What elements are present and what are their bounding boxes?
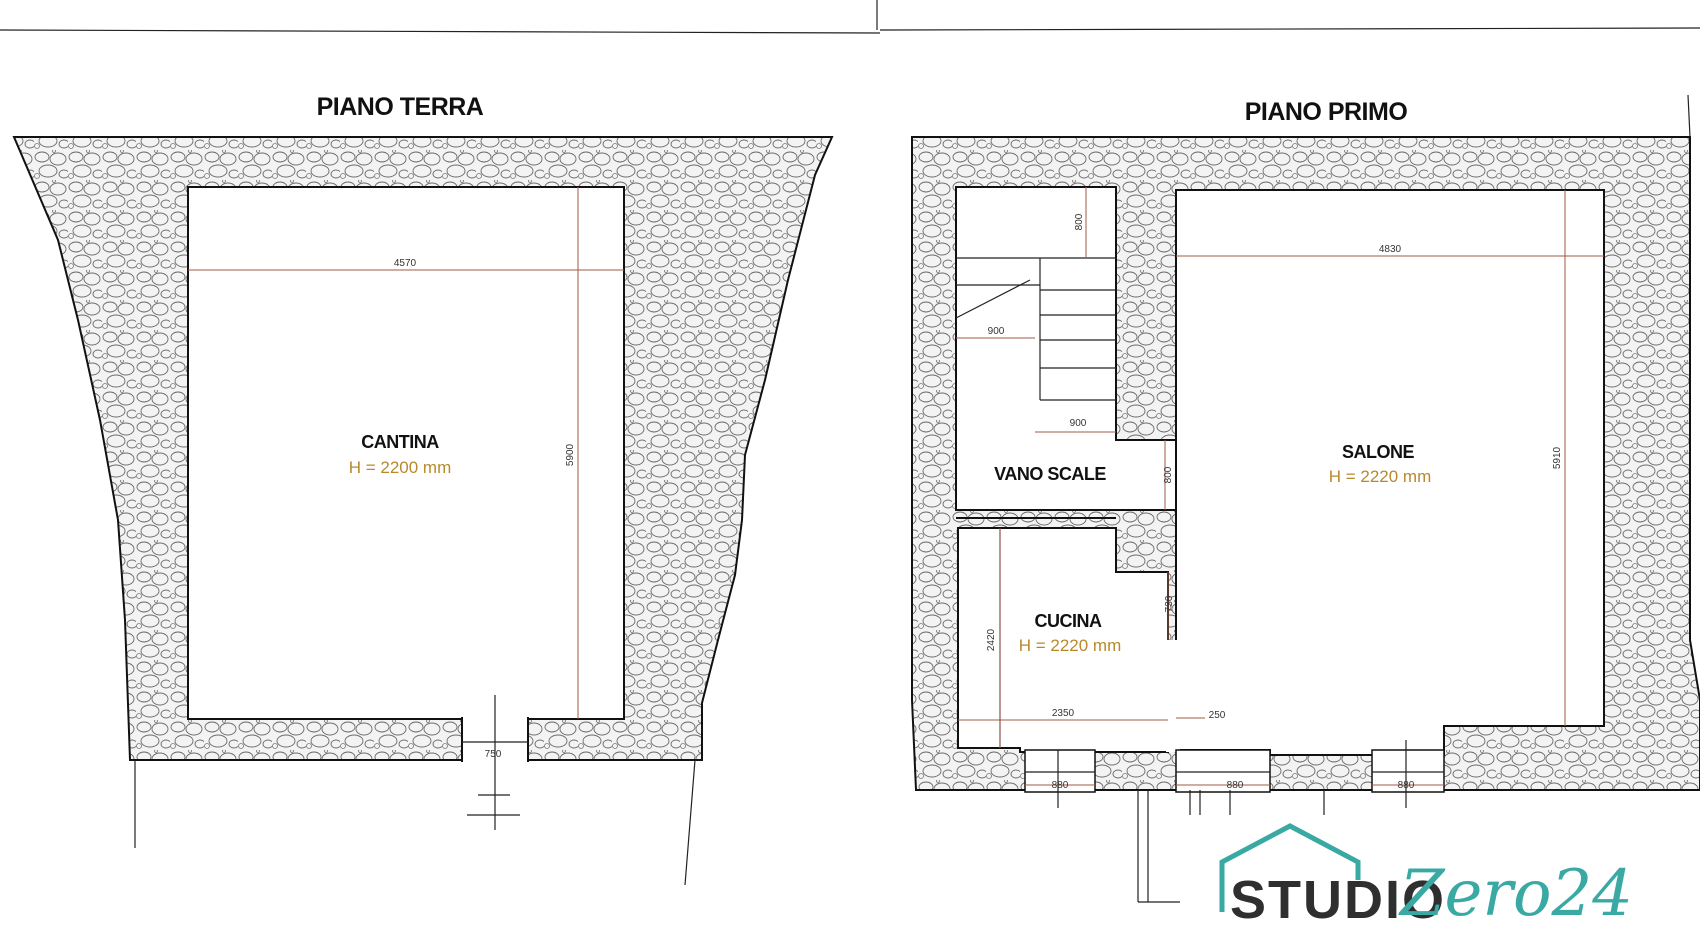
- cantina-door-dimension: 750: [485, 749, 502, 760]
- window-3-dimension: 880: [1398, 780, 1415, 791]
- kitchen-label: CUCINA: [1035, 611, 1102, 631]
- cantina-depth-dimension: 5900: [565, 443, 576, 466]
- kitchen-height: H = 2220 mm: [1019, 636, 1122, 655]
- living-label: SALONE: [1342, 442, 1415, 462]
- living-height: H = 2220 mm: [1329, 467, 1432, 486]
- first-floor-title: PIANO PRIMO: [1245, 98, 1408, 126]
- stairs-side-dimension: 800: [1163, 466, 1174, 483]
- stairs-top-dimension: 800: [1074, 213, 1085, 230]
- stairs-label: VANO SCALE: [994, 464, 1106, 484]
- cantina-room: [187, 186, 625, 720]
- first-floor: PIANO PRIMO: [911, 94, 1700, 903]
- window-1-dimension: 880: [1052, 780, 1069, 791]
- sheet-border: [0, 0, 1700, 34]
- staircase: [955, 257, 1116, 401]
- window-opening-2: [1175, 749, 1271, 793]
- stairs-step-a-dimension: 900: [988, 326, 1005, 337]
- kitchen-height-dimension: 2420: [986, 628, 997, 651]
- house-roof-icon: [1219, 823, 1361, 912]
- cantina-height: H = 2200 mm: [349, 458, 452, 477]
- living-depth-dimension: 5910: [1552, 446, 1563, 469]
- living-width-dimension: 4830: [1379, 244, 1402, 255]
- cantina-width-dimension: 4570: [394, 258, 417, 269]
- logo-script: Zero24: [1398, 857, 1633, 925]
- stairs-step-b-dimension: 900: [1070, 418, 1087, 429]
- studio-zero24-logo: STUDIO Zero24: [1180, 818, 1670, 925]
- kitchen-side-dimension: 730: [1164, 595, 1175, 612]
- gap-dimension: 250: [1209, 710, 1226, 721]
- kitchen-width-dimension: 2350: [1052, 708, 1075, 719]
- ground-floor-title: PIANO TERRA: [317, 93, 484, 121]
- kitchen-salone-passage: [1166, 640, 1180, 752]
- logo-word: STUDIO: [1230, 870, 1446, 925]
- cantina-label: CANTINA: [361, 432, 439, 452]
- ground-floor: PIANO TERRA 4570 5900 750 CANTINA H = 22…: [12, 93, 834, 886]
- window-2-dimension: 880: [1227, 780, 1244, 791]
